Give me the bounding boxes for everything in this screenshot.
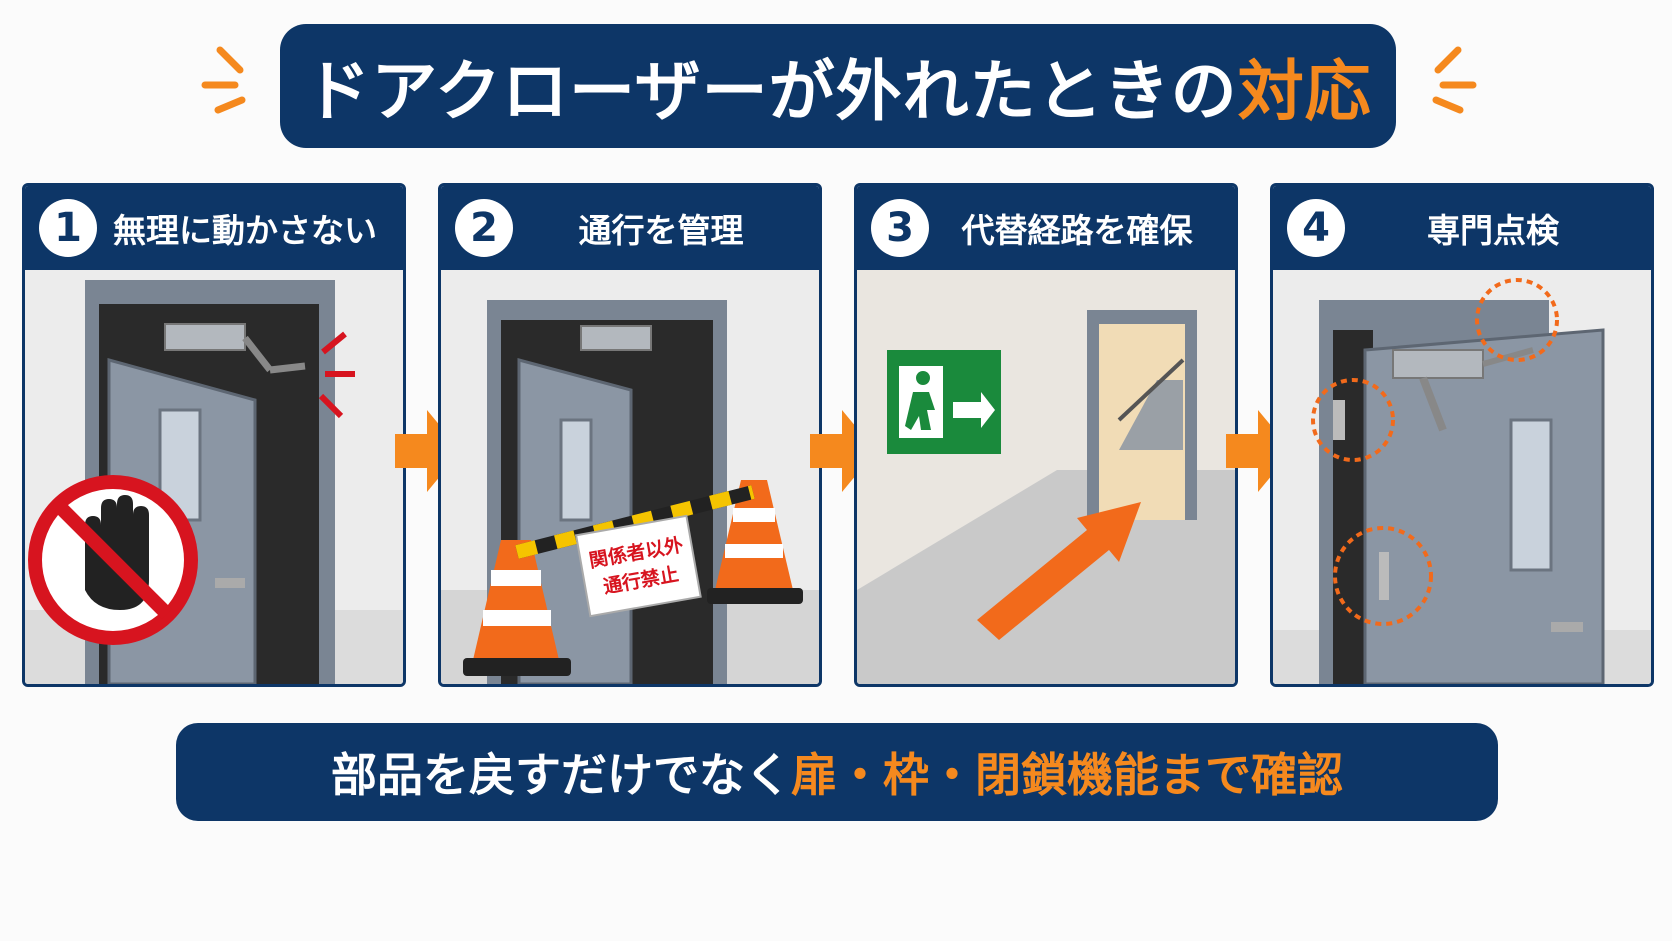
step-number-2: 2 [455, 199, 513, 257]
step-number-3: 3 [871, 199, 929, 257]
impact-lines-icon [318, 331, 355, 419]
step-card-2: 2 通行を管理 関係者以外 通行禁止 [438, 183, 822, 687]
title-main: ドアクローザーが外れたときの [304, 53, 1238, 130]
step-card-3: 3 代替経路を確保 [854, 183, 1238, 687]
step-arrow-icon-3 [1226, 410, 1292, 492]
stop-hand-prohibited-icon [28, 475, 198, 645]
step-header-1: 1 無理に動かさない [25, 186, 403, 270]
step-number-4: 4 [1287, 199, 1345, 257]
step-label-2: 通行を管理 [578, 211, 744, 250]
summary-banner: 部品を戻すだけでなく扉・枠・閉鎖機能まで確認 [176, 723, 1498, 821]
step-4-illustration [1273, 270, 1651, 684]
step-label-4: 専門点検 [1427, 211, 1559, 250]
direction-arrow-icon [977, 502, 1141, 640]
traffic-cone-icon-right [707, 480, 803, 604]
step-label-1: 無理に動かさない [113, 211, 377, 250]
step-header-2: 2 通行を管理 [441, 186, 819, 270]
title-accent: 対応 [1237, 53, 1372, 130]
step-header-3: 3 代替経路を確保 [857, 186, 1235, 270]
inspection-circle-icon-middle [1311, 378, 1395, 462]
step-number-1: 1 [39, 199, 97, 257]
inspection-circle-icon-bottom [1333, 526, 1433, 626]
step-header-4: 4 専門点検 [1273, 186, 1651, 270]
barrier-bar [515, 485, 755, 559]
inspection-circle-icon-top [1475, 278, 1559, 362]
step-arrow-icon-1 [395, 410, 461, 492]
step-arrow-icon-2 [810, 410, 876, 492]
emergency-exit-sign-icon [887, 350, 1001, 454]
burst-lines-icon-left [201, 46, 246, 114]
step-card-4: 4 専門点検 [1270, 183, 1654, 687]
no-entry-sign: 関係者以外 通行禁止 [574, 514, 702, 618]
burst-lines-icon-right [1432, 46, 1477, 114]
summary-accent: 扉・枠・閉鎖機能まで確認 [791, 748, 1343, 802]
summary-main: 部品を戻すだけでなく [331, 748, 791, 802]
traffic-cone-icon-left [463, 540, 571, 676]
step-label-3: 代替経路を確保 [961, 211, 1193, 250]
step-3-illustration [857, 270, 1235, 684]
step-1-illustration [25, 270, 403, 684]
step-card-1: 1 無理に動かさない [22, 183, 406, 687]
step-2-illustration: 関係者以外 通行禁止 [441, 270, 819, 684]
page-title: ドアクローザーが外れたときの対応 [280, 24, 1396, 148]
